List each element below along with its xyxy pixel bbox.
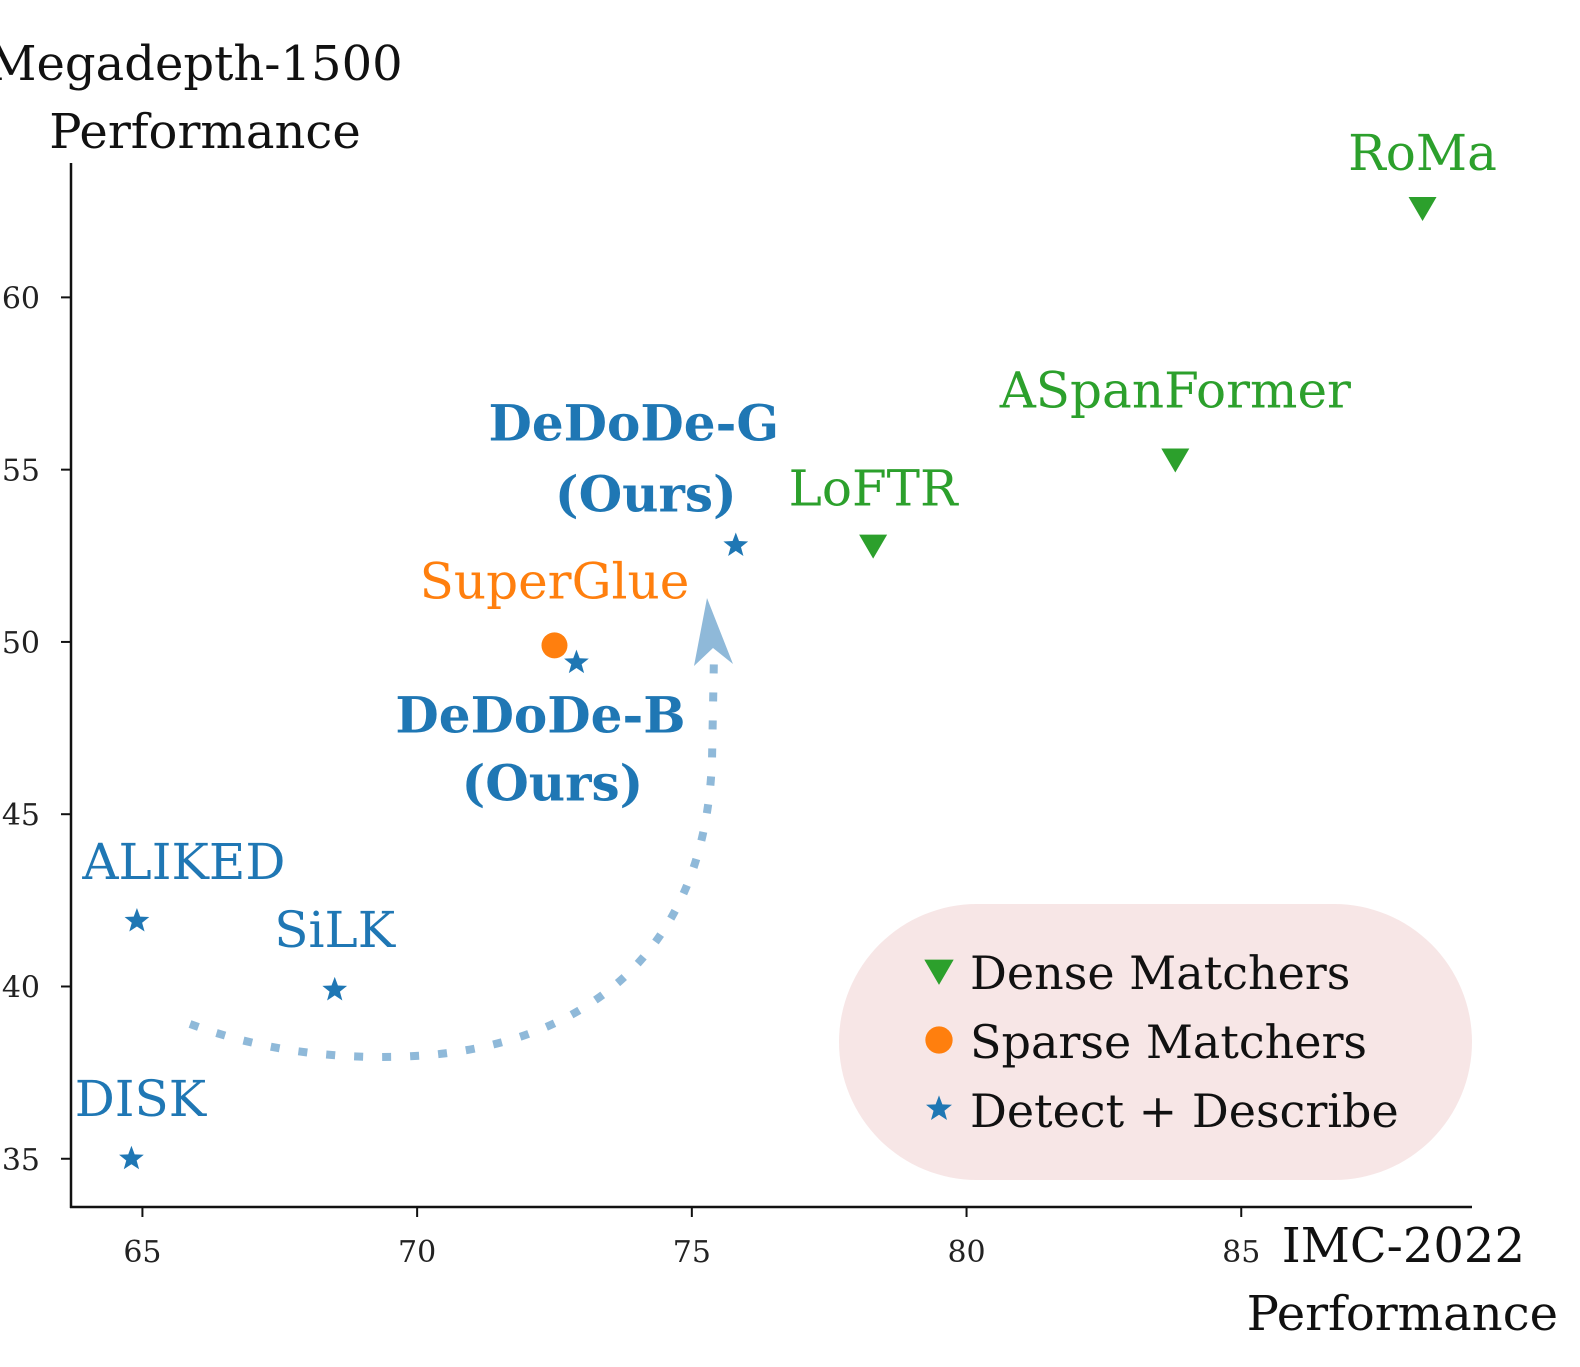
legend-marker <box>925 1026 953 1054</box>
point-marker <box>119 1145 144 1170</box>
point-marker <box>124 908 150 932</box>
point-label: DeDoDe-B <box>395 686 685 745</box>
point-label: DISK <box>75 1070 208 1128</box>
point-marker <box>723 532 749 556</box>
legend-label: Dense Matchers <box>970 946 1350 1000</box>
point-marker <box>322 976 348 1001</box>
point-label: RoMa <box>1348 124 1497 182</box>
legend-box <box>839 904 1472 1180</box>
y-axis-title-line: Megadepth-1500 <box>0 36 403 92</box>
axes <box>61 163 1472 1217</box>
y-tick-label: 55 <box>2 454 40 489</box>
x-axis-title-line: Performance <box>1247 1286 1558 1342</box>
arrow-head <box>694 598 733 666</box>
y-tick-label: 45 <box>2 798 40 833</box>
legend-label: Detect + Describe <box>970 1084 1399 1138</box>
x-tick-label: 75 <box>673 1235 711 1270</box>
point-label: SuperGlue <box>420 552 690 610</box>
legend-label: Sparse Matchers <box>970 1015 1367 1069</box>
point-label: ASpanFormer <box>999 361 1351 419</box>
y-tick-label: 50 <box>2 626 40 661</box>
point-label: DeDoDe-G <box>489 393 780 452</box>
point-label: SiLK <box>274 901 396 959</box>
data-points <box>119 196 1437 1170</box>
x-tick-label: 85 <box>1222 1235 1260 1270</box>
point-label: (Ours) <box>462 754 644 813</box>
point-marker <box>859 534 888 559</box>
point-label: ALIKED <box>81 833 285 891</box>
improvement-arrow <box>188 598 733 1061</box>
arrow-dotted-path <box>188 654 718 1061</box>
y-axis-title-line: Performance <box>49 104 360 160</box>
axis-titles: Megadepth-1500PerformanceIMC-2022Perform… <box>0 36 1558 1342</box>
y-tick-label: 35 <box>2 1143 40 1178</box>
point-marker <box>1161 448 1190 473</box>
y-tick-label: 40 <box>2 970 40 1005</box>
point-marker <box>1408 196 1437 221</box>
legend-marker <box>926 1095 952 1121</box>
legend-marker <box>924 959 954 985</box>
x-tick-label: 65 <box>123 1235 161 1270</box>
x-tick-label: 80 <box>947 1235 985 1270</box>
x-tick-label: 70 <box>398 1235 436 1270</box>
point-marker <box>564 649 589 674</box>
point-label: LoFTR <box>789 459 959 517</box>
tick-labels: 65 70 75 80 85 35 40 45 50 55 60 <box>2 281 1261 1270</box>
point-label: (Ours) <box>555 464 737 523</box>
y-tick-label: 60 <box>2 281 40 316</box>
x-axis-title-line: IMC-2022 <box>1282 1218 1525 1274</box>
point-marker <box>541 632 568 659</box>
